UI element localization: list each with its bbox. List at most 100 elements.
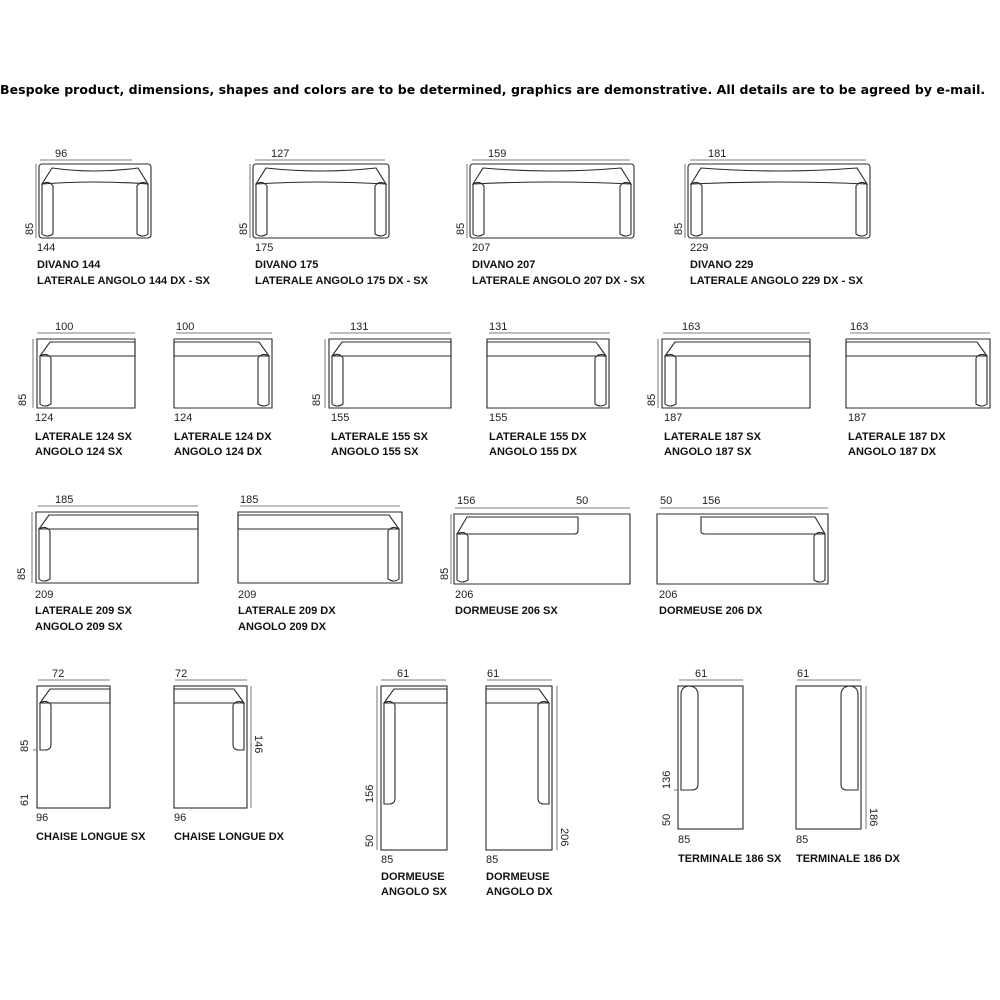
module-dormeuse-206-sx: 156 50 85 206 DORMEUSE 206 SX [439,495,631,617]
dim-width: 155 [489,412,507,424]
dim-side: 186 [867,808,879,826]
dim-side: 146 [252,735,264,753]
dim-side: 85 [17,394,29,406]
module-divano-229: 181 85 229 DIVANO 229 LATERALE ANGOLO 22… [673,148,871,287]
module-label: LATERALE 124 DX [174,431,272,443]
dim-side-a: 136 [661,771,673,789]
dim-top: 181 [708,148,726,160]
dim-top-a: 50 [660,495,672,507]
dim-side: 85 [16,568,28,580]
module-terminale-186-dx: 61 186 85 TERMINALE 186 DX [795,668,901,865]
module-laterale-209-sx: 185 85 209 LATERALE 209 SX ANGOLO 209 SX [16,494,199,633]
dim-top: 100 [55,321,73,333]
module-laterale-124-dx: 100 124 LATERALE 124 DX ANGOLO 124 DX [173,321,273,458]
dim-width: 96 [174,812,186,824]
module-label: DORMEUSE 206 DX [659,605,763,617]
module-label: DIVANO 229 [690,259,753,271]
module-label: TERMINALE 186 DX [796,853,901,865]
dim-width: 85 [381,854,393,866]
module-label: CHAISE LONGUE DX [174,831,285,843]
dim-top: 96 [55,148,67,160]
module-sublabel: LATERALE ANGOLO 144 DX - SX [37,275,211,287]
module-dormeuse-angolo-sx: 61 156 50 85 DORMEUSE ANGOLO SX [364,668,448,898]
module-label: LATERALE 209 SX [35,605,133,617]
module-label: LATERALE 124 SX [35,431,133,443]
dim-side-a: 85 [19,740,31,752]
dim-width: 96 [36,812,48,824]
dim-side-a: 156 [364,785,376,803]
dim-top: 185 [55,494,73,506]
module-label: CHAISE LONGUE SX [36,831,146,843]
module-dormeuse-angolo-dx: 61 206 85 DORMEUSE ANGOLO DX [485,668,570,898]
module-sublabel: ANGOLO 209 SX [35,621,123,633]
dim-top: 163 [850,321,868,333]
module-label: TERMINALE 186 SX [678,853,782,865]
dim-top-b: 50 [576,495,588,507]
module-label: DORMEUSE 206 SX [455,605,558,617]
module-label: LATERALE 187 SX [664,431,762,443]
module-divano-207: 159 85 207 DIVANO 207 LATERALE ANGOLO 20… [455,148,646,287]
dim-width: 187 [848,412,866,424]
dim-width: 187 [664,412,682,424]
module-chaise-longue-dx: 72 146 96 CHAISE LONGUE DX [173,668,285,843]
dim-width: 209 [35,589,53,601]
module-laterale-187-sx: 163 85 187 LATERALE 187 SX ANGOLO 187 SX [646,321,811,458]
module-sublabel: ANGOLO 155 DX [489,446,578,458]
module-sublabel: ANGOLO 209 DX [238,621,327,633]
dim-side: 85 [238,223,250,235]
module-laterale-209-dx: 185 209 LATERALE 209 DX ANGOLO 209 DX [237,494,403,633]
dim-top: 72 [175,668,187,680]
module-sublabel: ANGOLO 187 DX [848,446,937,458]
dim-width: 206 [659,589,677,601]
module-sublabel: ANGOLO 124 SX [35,446,123,458]
dim-top-b: 156 [702,495,720,507]
dim-side-b: 50 [364,835,376,847]
module-label: LATERALE 155 DX [489,431,587,443]
dim-top: 163 [682,321,700,333]
module-label: LATERALE 155 SX [331,431,429,443]
module-sublabel: LATERALE ANGOLO 229 DX - SX [690,275,864,287]
dim-width: 85 [678,834,690,846]
module-divano-144: 96 85 144 DIVANO 144 LATERALE ANGOLO 144… [24,148,211,287]
dim-width: 175 [255,242,273,254]
module-sublabel: ANGOLO 124 DX [174,446,263,458]
disclaimer-text: Bespoke product, dimensions, shapes and … [0,82,986,97]
dim-top: 61 [487,668,499,680]
module-label: DORMEUSE [381,871,445,883]
module-sublabel: LATERALE ANGOLO 207 DX - SX [472,275,646,287]
module-label: DORMEUSE [486,871,550,883]
module-sublabel: ANGOLO 187 SX [664,446,752,458]
module-label: DIVANO 207 [472,259,535,271]
dim-top: 131 [489,321,507,333]
dim-side: 85 [311,394,323,406]
dim-width: 124 [35,412,53,424]
dim-top: 61 [797,668,809,680]
dim-side: 85 [439,568,451,580]
dim-width: 207 [472,242,490,254]
dim-side: 85 [646,394,658,406]
dim-top: 127 [271,148,289,160]
dim-width: 144 [37,242,55,254]
dim-top: 61 [695,668,707,680]
dim-top: 61 [397,668,409,680]
module-sublabel: ANGOLO 155 SX [331,446,419,458]
module-laterale-155-dx: 131 155 LATERALE 155 DX ANGOLO 155 DX [486,321,610,458]
dim-width: 209 [238,589,256,601]
module-laterale-187-dx: 163 187 LATERALE 187 DX ANGOLO 187 DX [845,321,991,458]
module-sublabel: ANGOLO DX [486,886,553,898]
dim-width: 229 [690,242,708,254]
dim-width: 85 [796,834,808,846]
dim-width: 155 [331,412,349,424]
module-dormeuse-206-dx: 50 156 206 DORMEUSE 206 DX [656,495,829,617]
dim-top: 100 [176,321,194,333]
dim-side-b: 61 [19,794,31,806]
dim-top-a: 156 [457,495,475,507]
module-label: LATERALE 187 DX [848,431,946,443]
module-sublabel: LATERALE ANGOLO 175 DX - SX [255,275,429,287]
module-chaise-longue-sx: 72 85 61 96 CHAISE LONGUE SX [19,668,146,843]
dim-top: 185 [240,494,258,506]
module-terminale-186-sx: 61 136 50 85 TERMINALE 186 SX [661,668,782,865]
dim-side-b: 50 [661,814,673,826]
dim-side: 85 [673,223,685,235]
module-laterale-155-sx: 131 85 155 LATERALE 155 SX ANGOLO 155 SX [311,321,452,458]
